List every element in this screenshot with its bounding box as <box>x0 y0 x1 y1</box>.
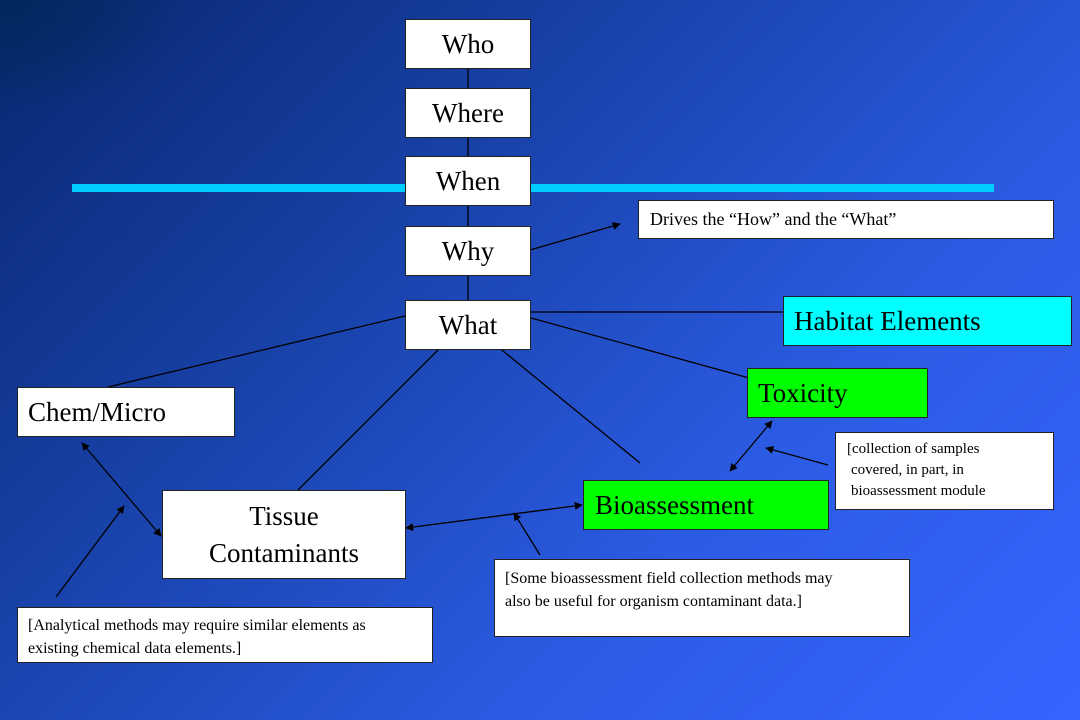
when-box: When <box>405 156 531 206</box>
some-bioassessment-note-box: [Some bioassessment field collection met… <box>494 559 910 637</box>
chem-tissue-arrow <box>81 442 162 537</box>
tissue-contaminants-box: Tissue Contaminants <box>162 490 406 579</box>
collection-note-box: [collection of samples covered, in part,… <box>835 432 1054 510</box>
bioassessment-label: Bioassessment <box>595 489 754 520</box>
analytical-note-box: [Analytical methods may require similar … <box>17 607 433 663</box>
why-to-drives-arrow <box>529 222 621 251</box>
collection-note-line1: [collection of samples <box>847 441 980 457</box>
toxicity-box: Toxicity <box>747 368 928 418</box>
tissue-bioassessment-arrow <box>405 501 583 532</box>
tissue-label-line1: Tissue <box>249 501 319 532</box>
where-box: Where <box>405 88 531 138</box>
why-label: Why <box>441 235 495 266</box>
who-label: Who <box>441 28 495 59</box>
collection-note-line2: covered, in part, in <box>851 462 964 478</box>
why-box: Why <box>405 226 531 276</box>
collection-note-line3: bioassessment module <box>851 483 986 499</box>
bioassessment-box: Bioassessment <box>583 480 829 530</box>
what-to-chem-line <box>107 315 406 388</box>
toxicity-label: Toxicity <box>758 377 848 408</box>
habitat-elements-box: Habitat Elements <box>783 296 1072 346</box>
toxicity-bioassessment-arrow <box>729 420 773 472</box>
corner-shade <box>0 0 180 110</box>
habitat-elements-label: Habitat Elements <box>794 305 981 336</box>
divider-line <box>72 184 994 192</box>
what-to-toxicity-line <box>530 317 761 382</box>
some-bio-note-line1: [Some bioassessment field collection met… <box>505 570 833 587</box>
analytical-note-arrow <box>55 505 125 598</box>
tissue-label-line2: Contaminants <box>209 537 359 568</box>
drives-note-text: Drives the “How” and the “What” <box>650 209 897 229</box>
when-label: When <box>435 165 501 196</box>
what-label: What <box>438 309 498 340</box>
some-bio-note-arrow <box>513 512 541 556</box>
chem-micro-box: Chem/Micro <box>17 387 235 437</box>
drives-note-box: Drives the “How” and the “What” <box>638 200 1054 239</box>
where-label: Where <box>432 97 504 128</box>
what-to-bioassessment-line <box>496 345 641 464</box>
what-box: What <box>405 300 531 350</box>
collection-note-arrow <box>765 446 829 466</box>
some-bio-note-line2: also be useful for organism contaminant … <box>505 593 802 611</box>
chem-micro-label: Chem/Micro <box>28 396 166 427</box>
what-to-tissue-line <box>297 345 443 491</box>
who-box: Who <box>405 19 531 69</box>
analytical-note-line1: [Analytical methods may require similar … <box>28 617 366 634</box>
analytical-note-line2: existing chemical data elements.] <box>28 640 242 658</box>
